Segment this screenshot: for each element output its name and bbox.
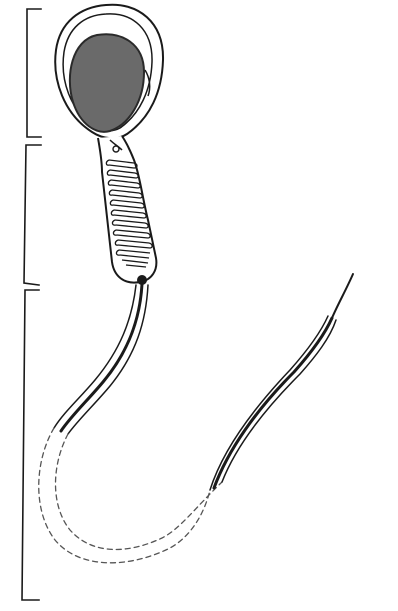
tail-end-piece (332, 274, 353, 318)
sperm-tail (39, 274, 353, 563)
tail-dashed-inner (56, 434, 223, 549)
head-bracket (27, 9, 41, 137)
midpiece-bracket (24, 145, 41, 285)
sperm-head (55, 5, 163, 139)
tail-sheath-right-inner (222, 320, 336, 482)
tail-sheath-left-outer (54, 285, 136, 428)
tail-dashed-outer (39, 428, 210, 563)
tail-sheath-left-inner (68, 285, 148, 434)
tail-sheath-right-outer (210, 316, 328, 490)
sperm-midpiece (98, 136, 156, 285)
tail-bracket (22, 290, 39, 600)
region-brackets (22, 9, 41, 600)
